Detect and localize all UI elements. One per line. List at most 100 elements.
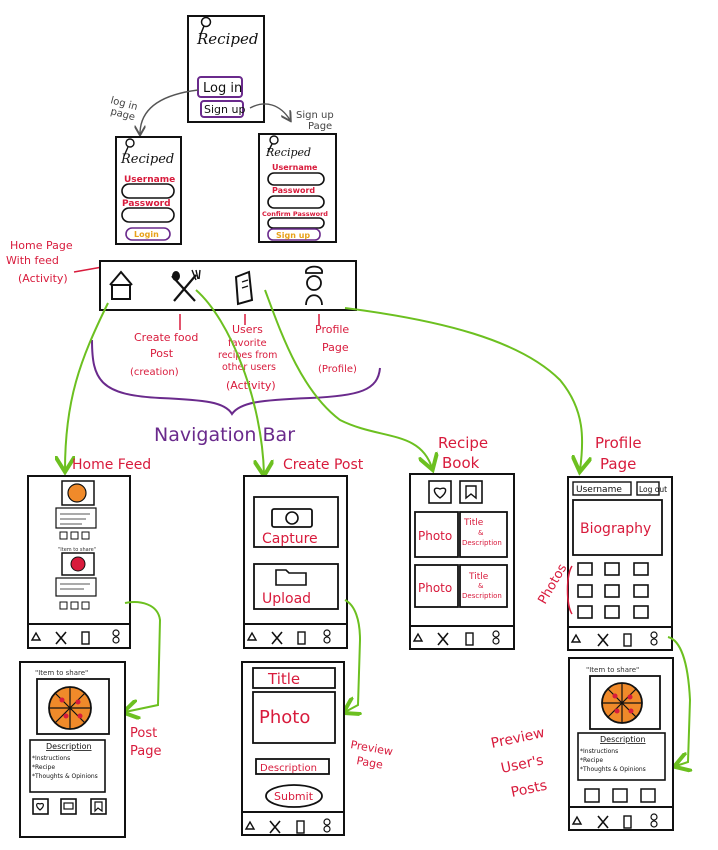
- preview-users-posts-label-3: Posts: [510, 778, 549, 801]
- users-favorite-label-3: recipes from: [218, 350, 277, 361]
- preview-title: Title: [267, 670, 300, 688]
- users-favorite-label-2: favorite: [228, 338, 267, 349]
- arrow-home-feed: [65, 302, 109, 470]
- recipe-title-1: Title: [463, 518, 484, 528]
- preview-description: Description: [260, 763, 317, 774]
- mini-nav-user-post: [571, 813, 658, 829]
- post-detail-description: Description: [46, 742, 92, 751]
- mini-nav-recipe-book: [412, 630, 500, 646]
- mini-nav-profile: [570, 631, 658, 647]
- recipe-photo-1: Photo: [418, 529, 452, 543]
- nav-bar-brace: [91, 339, 381, 416]
- start-login-button[interactable]: Log in: [203, 81, 242, 96]
- recipe-title-2: Title: [468, 572, 489, 582]
- profile-page-title-1: Profile: [595, 434, 642, 452]
- preview-submit-button[interactable]: Submit: [274, 790, 314, 803]
- create-food-post-label-1: Create food: [134, 331, 198, 344]
- post-detail-item-1: *Instructions: [32, 755, 70, 762]
- login-username-label: Username: [124, 175, 175, 185]
- navigation-bar-label: Navigation Bar: [154, 424, 295, 446]
- signup-confirm-label: Confirm Password: [262, 210, 328, 218]
- user-post-caption: "Item to share": [586, 666, 639, 674]
- signup-arrow: [249, 103, 290, 120]
- preview-photo: Photo: [259, 707, 310, 728]
- home-feed-post-caption: "Item to share": [58, 547, 96, 553]
- recipe-amp-1: &: [478, 529, 484, 537]
- signup-page-label-2: Page: [308, 121, 332, 132]
- signup-page: Reciped Username Password Confirm Passwo…: [258, 133, 337, 243]
- profile-page-screen: Username Log out Biography: [567, 476, 673, 651]
- recipe-book-screen: Photo Title & Description Photo Title & …: [409, 473, 515, 650]
- home-icon[interactable]: [109, 270, 133, 300]
- user-post-screen: "Item to share" Description *Instruction…: [568, 657, 674, 831]
- recipe-book-title-2: Book: [442, 454, 480, 472]
- login-app-title: Reciped: [120, 152, 174, 167]
- post-detail-screen: "Item to share" Description *Instruction…: [19, 661, 126, 838]
- users-favorite-label-4: other users: [222, 362, 276, 373]
- like-icon[interactable]: [32, 798, 49, 815]
- user-post-item-2: *Recipe: [580, 757, 603, 764]
- bookmark-icon[interactable]: [90, 798, 107, 815]
- signup-app-title: Reciped: [265, 146, 311, 159]
- login-page: Reciped Username Password Login: [115, 136, 182, 245]
- post-detail-item-2: *Recipe: [32, 764, 55, 771]
- users-favorite-label-5: (Activity): [226, 379, 276, 392]
- arrow-recipe-book: [264, 289, 432, 468]
- user-post-item-3: *Thoughts & Opinions: [580, 766, 646, 773]
- recipe-photo-2: Photo: [418, 581, 452, 595]
- create-post-title: Create Post: [283, 457, 364, 473]
- preview-post-screen: Title Photo Description Submit: [241, 661, 345, 836]
- upload-button[interactable]: Upload: [262, 591, 311, 607]
- create-post-screen: Capture Upload: [243, 475, 348, 649]
- login-submit-button[interactable]: Login: [134, 230, 159, 239]
- signup-page-label-1: Sign up: [296, 110, 334, 121]
- preview-page-label-1: Preview: [349, 738, 393, 758]
- create-food-post-label-3: (creation): [130, 367, 179, 378]
- user-post-bookmark-icon[interactable]: [640, 788, 656, 803]
- profile-page-label-1: Profile: [315, 323, 349, 336]
- recipe-desc-2: Description: [462, 592, 502, 600]
- navigation-bar: [99, 260, 357, 311]
- post-page-label-2: Page: [130, 744, 161, 759]
- logout-button[interactable]: Log out: [639, 485, 667, 494]
- arrow-post-page: [125, 601, 162, 712]
- signup-password-label: Password: [272, 186, 315, 195]
- user-post-comment-icon[interactable]: [612, 788, 628, 803]
- home-feed-activity-label-1: Home Page: [10, 239, 73, 252]
- comment-icon[interactable]: [60, 798, 77, 815]
- mini-nav-home-feed: [30, 629, 120, 645]
- profile-username: Username: [576, 485, 622, 495]
- home-feed-title: Home Feed: [72, 457, 151, 473]
- user-post-description: Description: [600, 735, 646, 744]
- recipe-book-icon[interactable]: [234, 270, 254, 306]
- post-detail-caption: "Item to share": [35, 669, 88, 677]
- preview-users-posts-label-1: Preview: [490, 725, 547, 752]
- signup-submit-button[interactable]: Sign up: [276, 231, 310, 240]
- arrow-profile-page: [344, 307, 582, 470]
- capture-button[interactable]: Capture: [262, 531, 318, 547]
- profile-page-label-2: Page: [322, 341, 349, 354]
- home-feed-screen: "Item to share": [27, 475, 131, 649]
- create-food-post-label-2: Post: [150, 347, 174, 360]
- recipe-desc-1: Description: [462, 539, 502, 547]
- post-detail-item-3: *Thoughts & Opinions: [32, 773, 98, 780]
- start-signup-button[interactable]: Sign up: [204, 103, 245, 116]
- user-post-item-1: *Instructions: [580, 748, 618, 755]
- recipe-book-title-1: Recipe: [438, 434, 488, 452]
- home-feed-activity-label-2: With feed: [6, 254, 59, 267]
- fork-spoon-icon[interactable]: [171, 269, 201, 302]
- profile-photo-grid: [577, 562, 649, 619]
- login-arrow: [140, 89, 199, 134]
- post-page-label-1: Post: [130, 726, 157, 741]
- photos-brace: [566, 565, 573, 615]
- profile-biography: Biography: [580, 521, 651, 537]
- profile-page-title-2: Page: [600, 455, 636, 473]
- arrow-create-post: [195, 289, 264, 474]
- profile-page-label-3: (Profile): [318, 364, 357, 375]
- arrow-preview-page: [345, 599, 360, 712]
- user-post-like-icon[interactable]: [584, 788, 600, 803]
- arrow-preview-user-posts: [667, 636, 690, 766]
- home-feed-activity-label-3: (Activity): [18, 272, 68, 285]
- chef-profile-icon[interactable]: [305, 265, 323, 306]
